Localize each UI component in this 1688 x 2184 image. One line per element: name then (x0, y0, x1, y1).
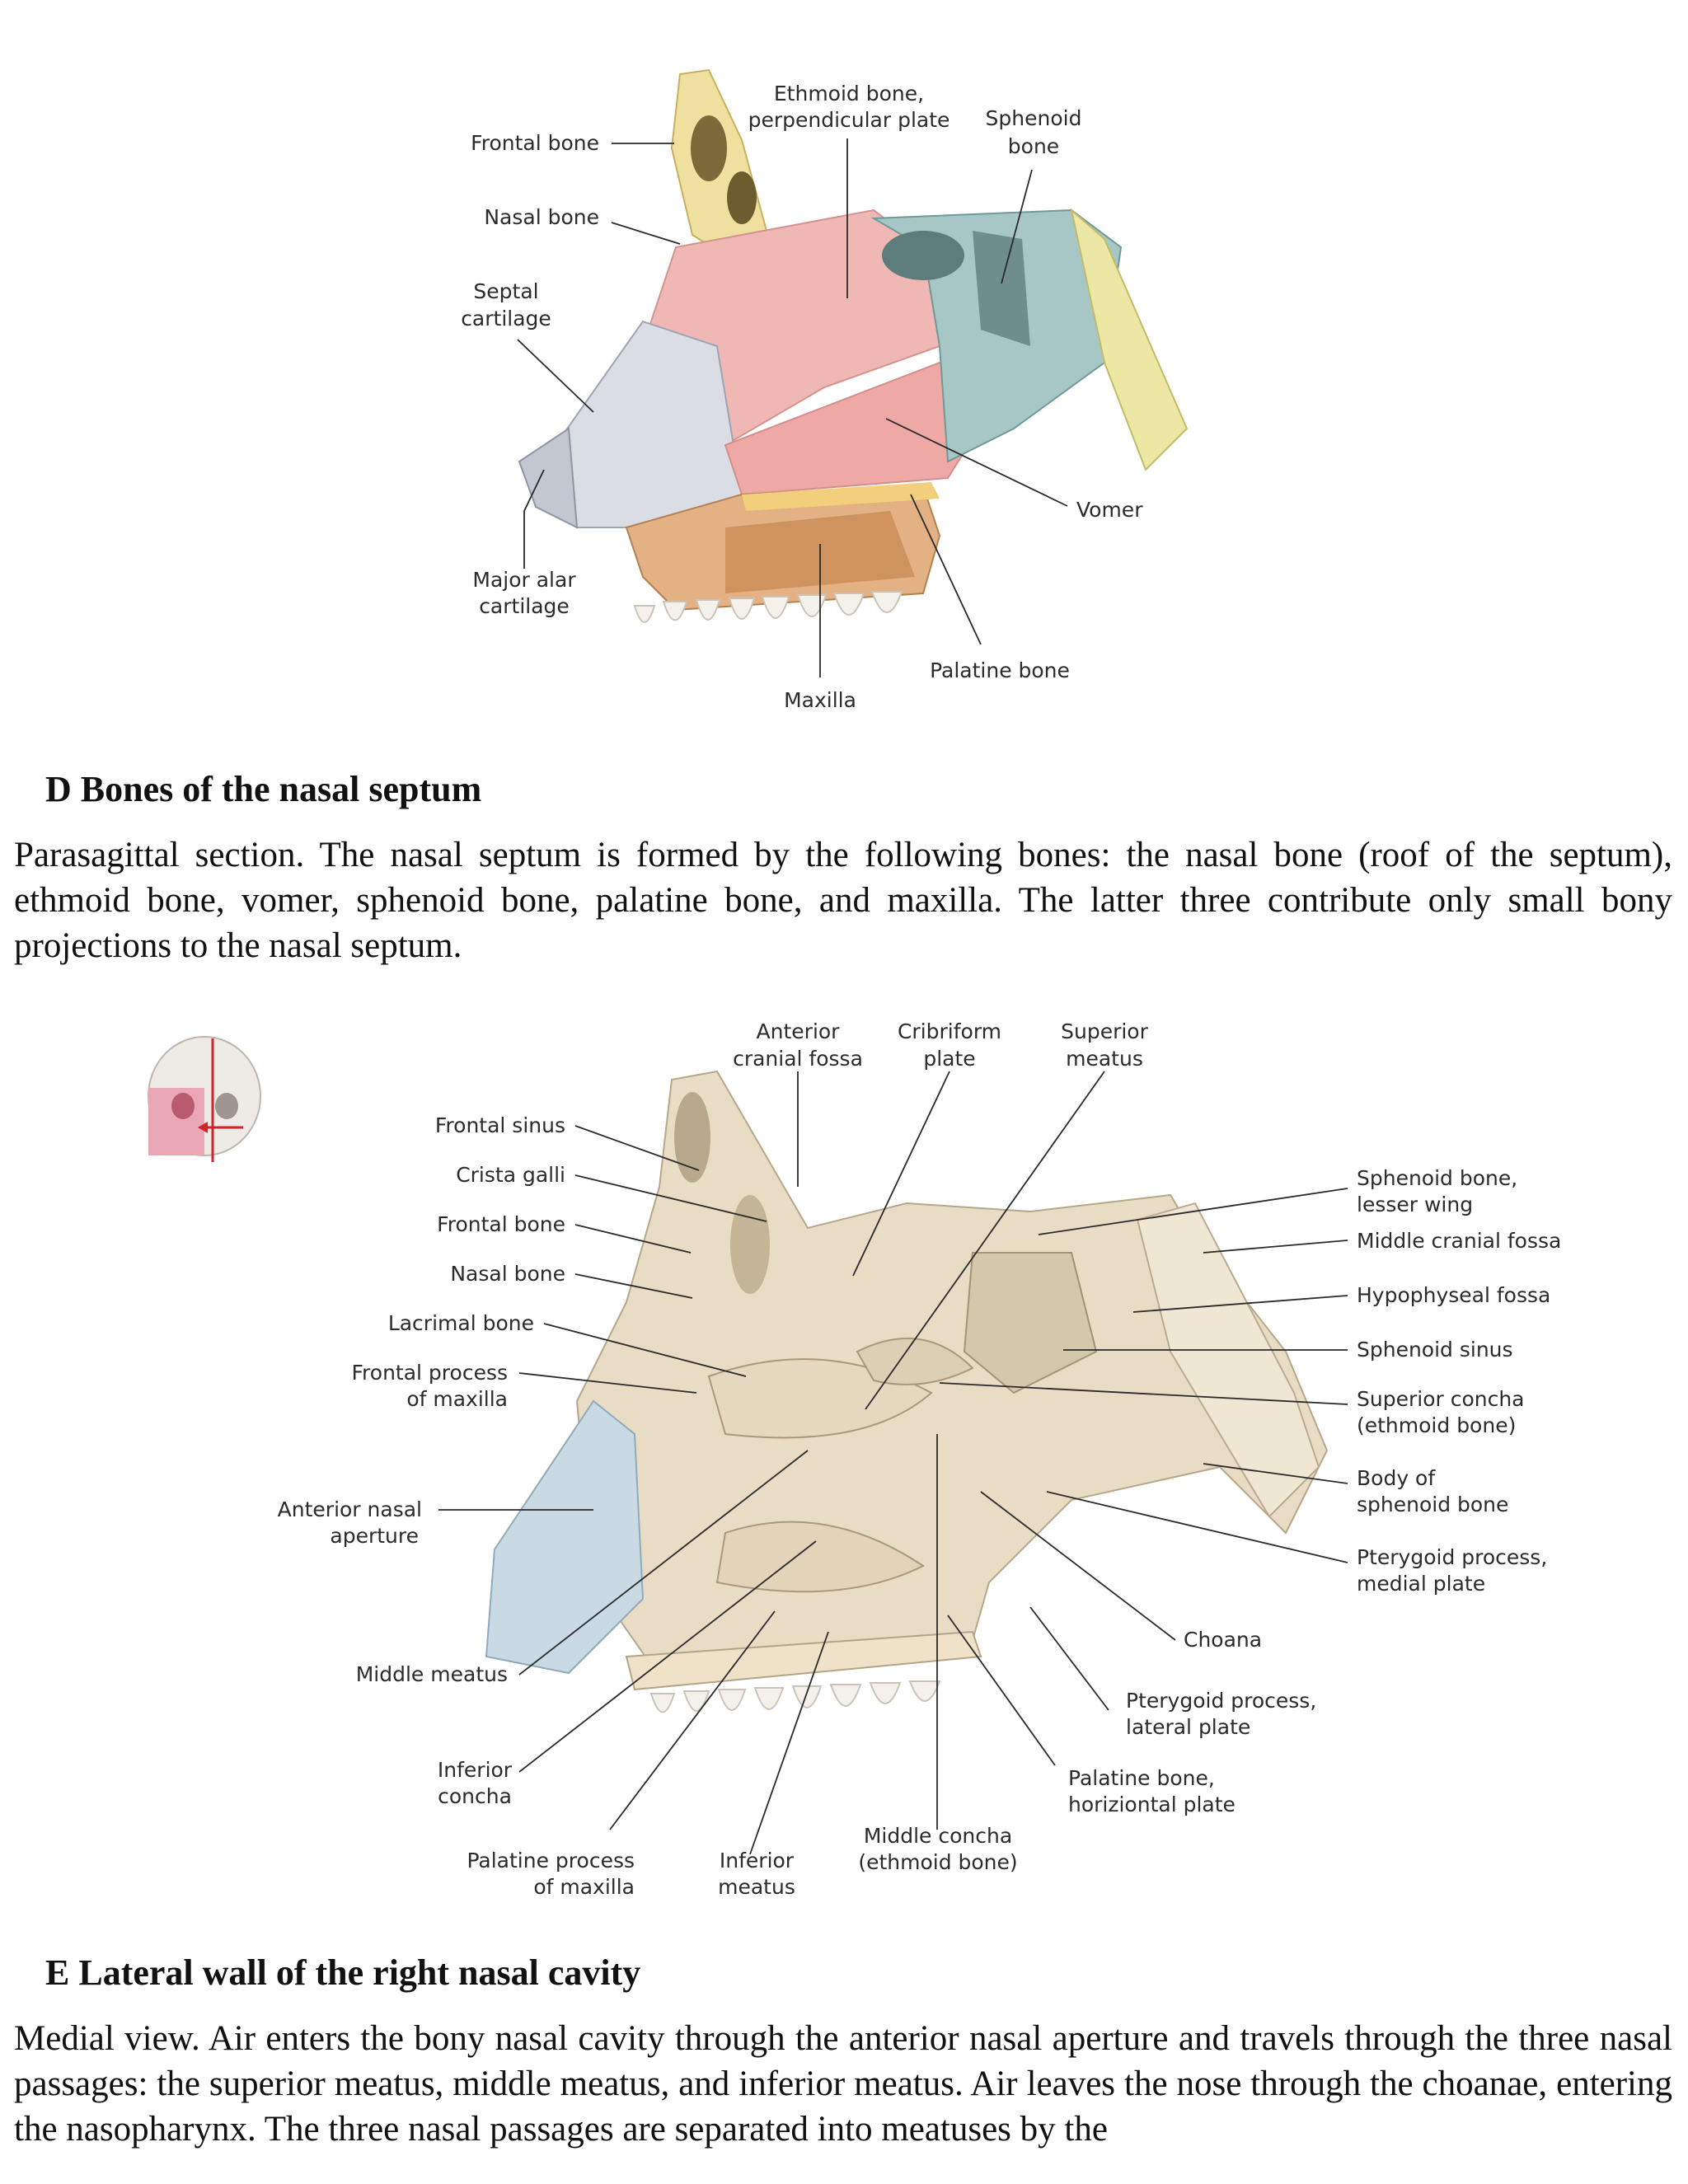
label-superior-meatus-line2: meatus (1066, 1047, 1143, 1071)
label-frontal-process-line1: Frontal process (351, 1361, 508, 1385)
label-vomer: Vomer (1076, 498, 1143, 522)
label-inferior-concha-line2: concha (438, 1784, 512, 1808)
label-palatine-bone: Palatine bone (930, 658, 1070, 682)
label-frontal-sinus: Frontal sinus (435, 1113, 565, 1137)
label-pterygoid-medial-line2: medial plate (1357, 1572, 1485, 1596)
label-anterior-nasal-aperture-line2: aperture (330, 1524, 419, 1548)
label-maxilla: Maxilla (784, 688, 856, 712)
figure-d-labels: Frontal bone Nasal bone Septal cartilage… (461, 82, 1143, 712)
figure-e-labels: Anterior cranial fossa Cribriform plate … (278, 1019, 1562, 1899)
label-palatine-horizontal-line1: Palatine bone, (1068, 1766, 1215, 1790)
label-palatine-process-line2: of maxilla (533, 1875, 635, 1899)
label-major-alar-line1: Major alar (472, 568, 576, 592)
label-ethmoid-line2: perpendicular plate (748, 108, 950, 132)
label-sphenoid-lesser-line2: lesser wing (1357, 1193, 1473, 1216)
label-sphenoid-line2: bone (1008, 134, 1059, 158)
label-nasal-bone: Nasal bone (484, 205, 599, 229)
label-middle-concha-line2: (ethmoid bone) (858, 1850, 1017, 1874)
figure-e-leader-lines (438, 1071, 1348, 1855)
label-middle-meatus: Middle meatus (356, 1662, 508, 1686)
label-frontal-bone: Frontal bone (437, 1212, 565, 1236)
label-sphenoid-sinus: Sphenoid sinus (1357, 1338, 1513, 1361)
label-pterygoid-medial-line1: Pterygoid process, (1357, 1545, 1547, 1569)
label-body-sphenoid-line2: sphenoid bone (1357, 1493, 1508, 1516)
label-superior-concha-line2: (ethmoid bone) (1357, 1413, 1516, 1437)
label-anterior-cranial-fossa-line2: cranial fossa (733, 1047, 863, 1071)
label-sphenoid-line1: Sphenoid (986, 106, 1082, 130)
label-hypophyseal-fossa: Hypophyseal fossa (1357, 1283, 1550, 1307)
figure-e-caption-body: Medial view. Air enters the bony nasal c… (14, 2019, 1672, 2149)
label-anterior-cranial-fossa-line1: Anterior (757, 1019, 841, 1043)
label-nasal-bone: Nasal bone (450, 1262, 565, 1286)
label-superior-meatus-line1: Superior (1061, 1019, 1148, 1043)
figure-d-caption-body: Parasagittal section. The nasal septum i… (14, 836, 1672, 965)
label-cribriform-line2: plate (923, 1047, 975, 1071)
label-inferior-meatus-line1: Inferior (720, 1849, 795, 1872)
label-superior-concha-line1: Superior concha (1357, 1387, 1525, 1411)
label-crista-galli: Crista galli (456, 1163, 565, 1187)
label-cribriform-line1: Cribriform (898, 1019, 1001, 1043)
label-anterior-nasal-aperture-line1: Anterior nasal (278, 1497, 422, 1521)
figure-e-caption-title: E Lateral wall of the right nasal cavity (45, 1952, 641, 1993)
skull-orientation-icon (148, 1036, 261, 1162)
figure-d-leader-lines (517, 138, 1068, 677)
label-middle-concha-line1: Middle concha (864, 1824, 1012, 1848)
figure-d-caption-title: D Bones of the nasal septum (45, 769, 482, 809)
label-middle-cranial-fossa: Middle cranial fossa (1357, 1229, 1561, 1253)
label-pterygoid-lateral-line1: Pterygoid process, (1126, 1689, 1316, 1713)
label-inferior-meatus-line2: meatus (718, 1875, 795, 1899)
label-septal-cartilage-line1: Septal (473, 279, 538, 303)
label-frontal-process-line2: of maxilla (406, 1387, 508, 1411)
figure-d-artwork (518, 68, 1189, 623)
label-septal-cartilage-line2: cartilage (461, 307, 551, 330)
label-ethmoid-line1: Ethmoid bone, (774, 82, 924, 105)
label-body-sphenoid-line1: Body of (1357, 1466, 1436, 1490)
label-choana: Choana (1184, 1628, 1262, 1652)
label-palatine-horizontal-line2: horiziontal plate (1068, 1793, 1236, 1816)
figure-e-illustration: Anterior cranial fossa Cribriform plate … (148, 1019, 1562, 1899)
label-palatine-process-line1: Palatine process (467, 1849, 635, 1872)
label-major-alar-line2: cartilage (479, 594, 570, 618)
figure-d-illustration: Frontal bone Nasal bone Septal cartilage… (461, 68, 1189, 712)
label-sphenoid-lesser-line1: Sphenoid bone, (1357, 1166, 1517, 1190)
figure-e-artwork (485, 1070, 1329, 1713)
label-inferior-concha-line1: Inferior (438, 1758, 513, 1782)
label-lacrimal-bone: Lacrimal bone (388, 1311, 534, 1335)
label-frontal-bone: Frontal bone (471, 131, 599, 155)
label-pterygoid-lateral-line2: lateral plate (1126, 1715, 1250, 1739)
